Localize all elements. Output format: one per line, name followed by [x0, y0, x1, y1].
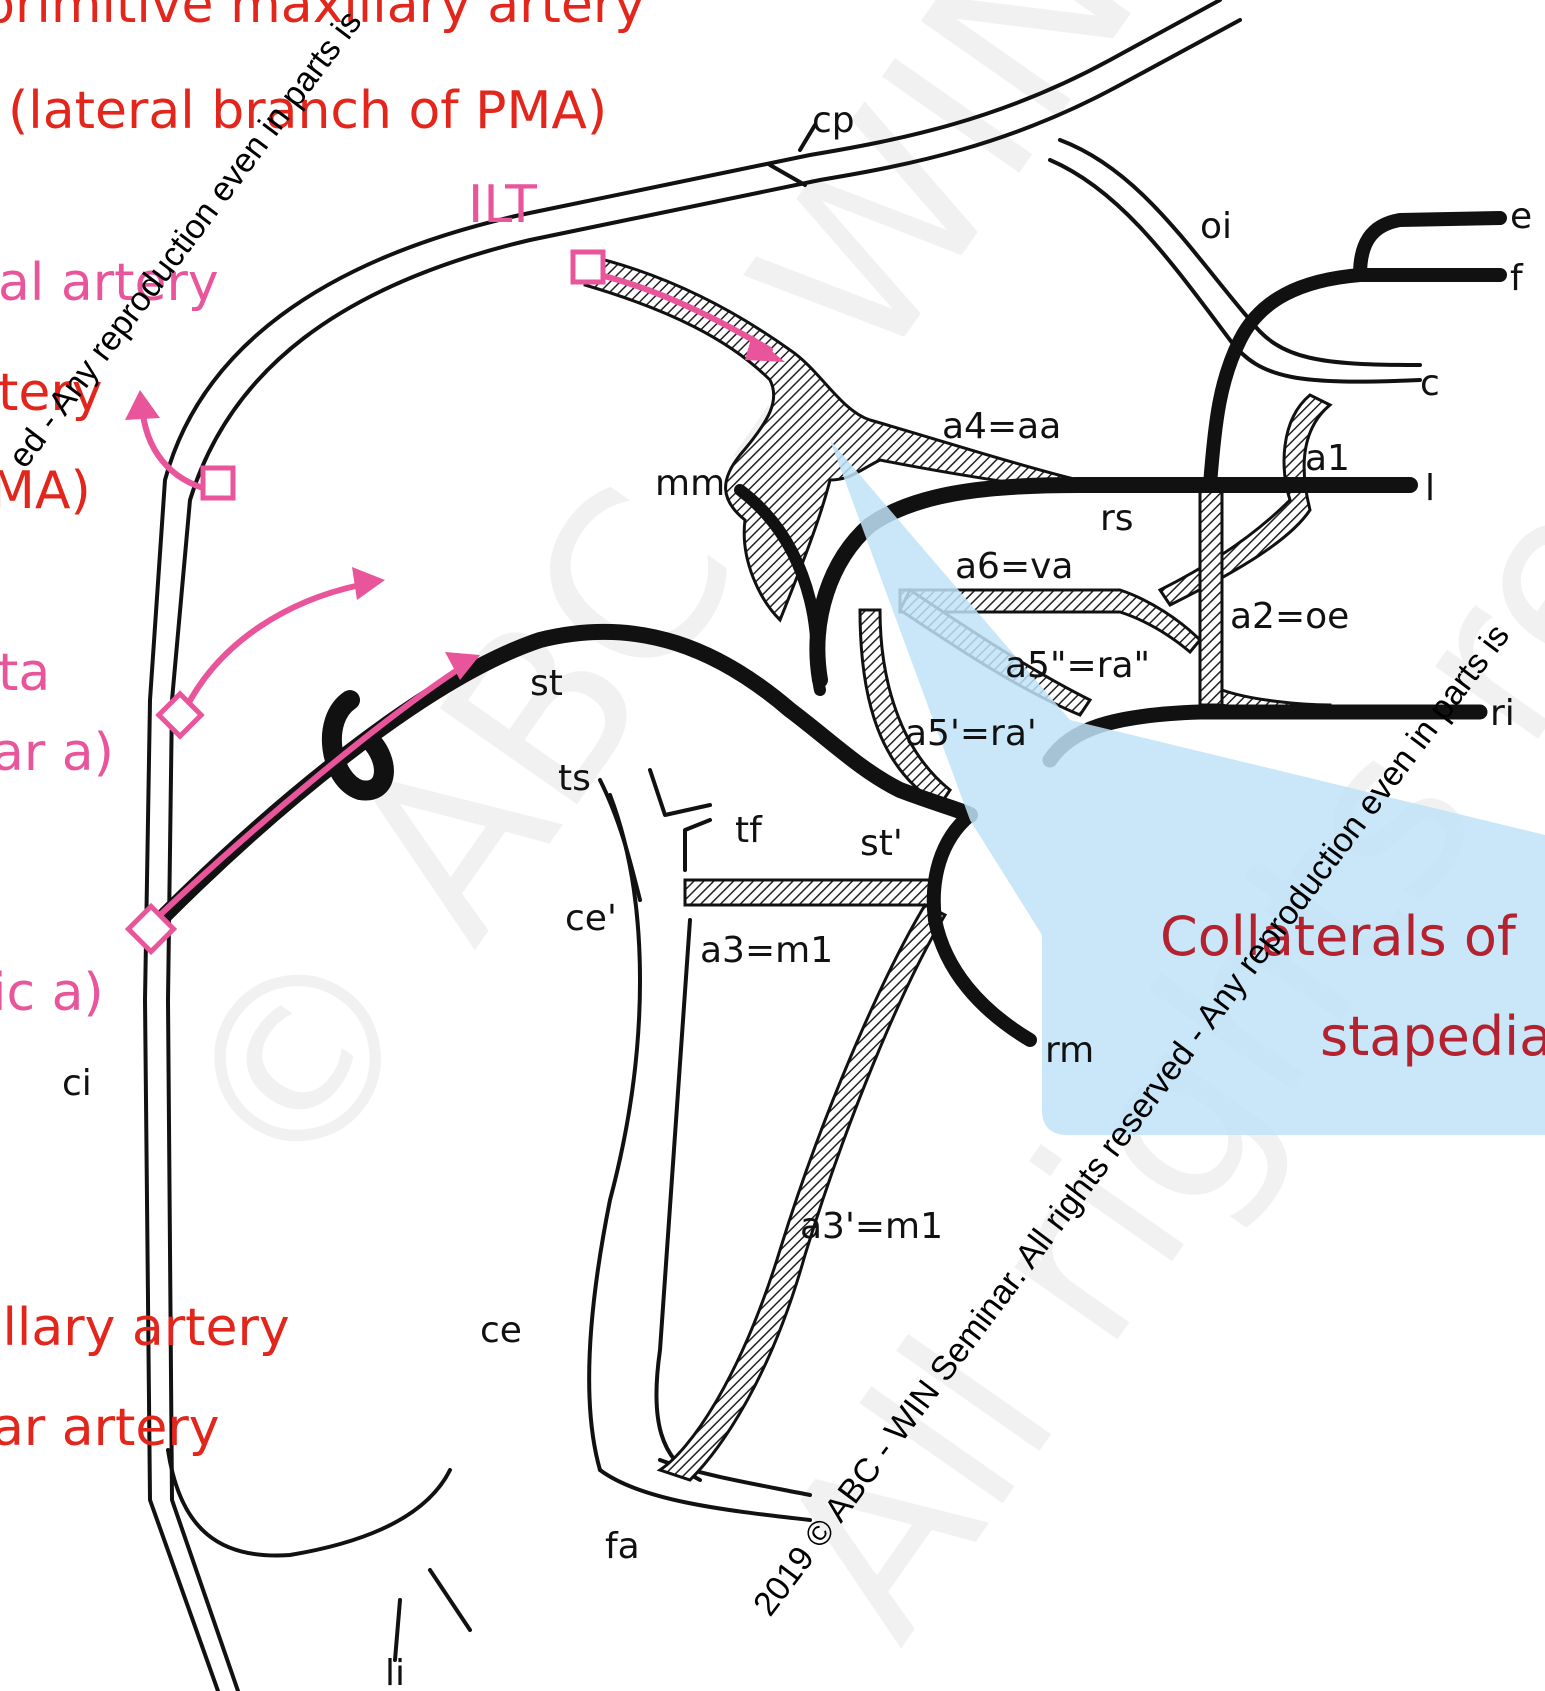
- mid-arrowhead: [352, 567, 385, 600]
- annotation-axillary: illary artery: [0, 1298, 290, 1358]
- upper-arrowhead: [125, 390, 160, 420]
- oi-outer: [1048, 158, 1422, 384]
- a3p-hatched: [656, 903, 948, 1482]
- tf-notch: [648, 768, 712, 872]
- upper-marker: [200, 465, 236, 501]
- annotations: primitive maxillary artery (lateral bran…: [0, 0, 645, 1458]
- copyright-upper-left: ed - Any reproduction even in parts is: [1, 4, 369, 475]
- collateral-label-2: stapedia: [1320, 1005, 1545, 1068]
- lower-marker: [124, 902, 178, 956]
- a2-hatched: [1198, 478, 1224, 707]
- annotation-ta: ta: [0, 643, 50, 703]
- ci-inner-wall: [166, 18, 1242, 1691]
- mid-curve-arrow: [182, 582, 363, 713]
- label-fa: fa: [605, 1526, 640, 1567]
- ilt-mm-hatched: [583, 253, 1073, 623]
- label-a3: a3=m1: [700, 930, 833, 971]
- label-f: f: [1510, 258, 1524, 299]
- outlined-vessels: [143, 0, 1422, 1691]
- annotation-primitive-maxillary: primitive maxillary artery: [0, 0, 645, 35]
- annotation-ar-artery: ar artery: [0, 1398, 220, 1458]
- label-st: st: [530, 663, 563, 704]
- ci-bottom-loop: [166, 1448, 452, 1558]
- st-arrowhead: [445, 652, 480, 680]
- label-rs: rs: [1100, 498, 1134, 539]
- annotation-ar-a: ar a): [0, 723, 114, 783]
- ts-vessel: [598, 778, 642, 902]
- label-ce: ce: [480, 1310, 522, 1351]
- pink-arrows: [125, 272, 785, 918]
- f-branch: [1203, 268, 1507, 492]
- annotation-ic-a: ic a): [0, 963, 104, 1023]
- upper-curve-arrow: [139, 402, 213, 493]
- label-ri: ri: [1490, 693, 1515, 734]
- label-rm: rm: [1045, 1030, 1094, 1071]
- a3-hatched: [683, 878, 932, 907]
- label-c: c: [1420, 363, 1440, 404]
- st-arrow: [157, 662, 468, 918]
- ilt-marker: [570, 249, 606, 285]
- ce-inner: [654, 918, 702, 1482]
- annotation-al-artery: al artery: [0, 253, 219, 313]
- label-a3p: a3'=m1: [800, 1206, 943, 1247]
- a1-hatched: [1157, 393, 1333, 607]
- collateral-label-1: Collaterals of: [1160, 905, 1518, 968]
- label-li: li: [385, 1653, 405, 1691]
- label-a2: a2=oe: [1230, 596, 1349, 637]
- label-a6: a6=va: [955, 546, 1074, 587]
- label-cep: ce': [565, 898, 617, 939]
- annotation-tery: tery: [0, 363, 103, 423]
- label-tf: tf: [735, 810, 763, 851]
- oi-inner: [1058, 138, 1422, 367]
- vessel-labels: cp oi e f c a1 l a4=aa mm rs a6=va a2=oe…: [62, 100, 1532, 1691]
- fa-outer: [598, 1468, 812, 1522]
- annotation-ilt: ILT: [468, 175, 537, 235]
- label-ci: ci: [62, 1063, 92, 1104]
- pink-markers: [124, 249, 606, 956]
- label-mm: mm: [655, 463, 725, 504]
- annotation-lateral-branch: (lateral branch of PMA): [8, 81, 607, 141]
- st-loop: [321, 690, 394, 801]
- annotation-ma: MA): [0, 461, 91, 521]
- cp-notch: [768, 123, 817, 187]
- li-notch: [393, 1568, 472, 1662]
- label-cp: cp: [812, 100, 855, 141]
- ilt-arrowhead: [745, 335, 785, 362]
- collateral-overlay: Collaterals of stapedia: [830, 440, 1545, 1135]
- label-a5p: a5'=ra': [905, 713, 1037, 754]
- ci-outer-wall: [143, 0, 1222, 1691]
- label-stp: st': [860, 823, 903, 864]
- label-a4: a4=aa: [942, 406, 1061, 447]
- mid-marker: [155, 690, 205, 740]
- label-e: e: [1510, 196, 1532, 237]
- e-branch: [1353, 211, 1507, 282]
- rm-branch: [926, 808, 1037, 1047]
- mm-black: [734, 484, 826, 696]
- ce-outer: [587, 793, 642, 1472]
- label-oi: oi: [1200, 206, 1232, 247]
- label-l: l: [1425, 468, 1435, 509]
- label-ts: ts: [558, 758, 591, 799]
- label-a5pp: a5"=ra": [1005, 645, 1150, 686]
- a6-hatched: [898, 588, 1203, 655]
- collateral-region: [830, 440, 1545, 1135]
- label-a1: a1: [1305, 438, 1350, 479]
